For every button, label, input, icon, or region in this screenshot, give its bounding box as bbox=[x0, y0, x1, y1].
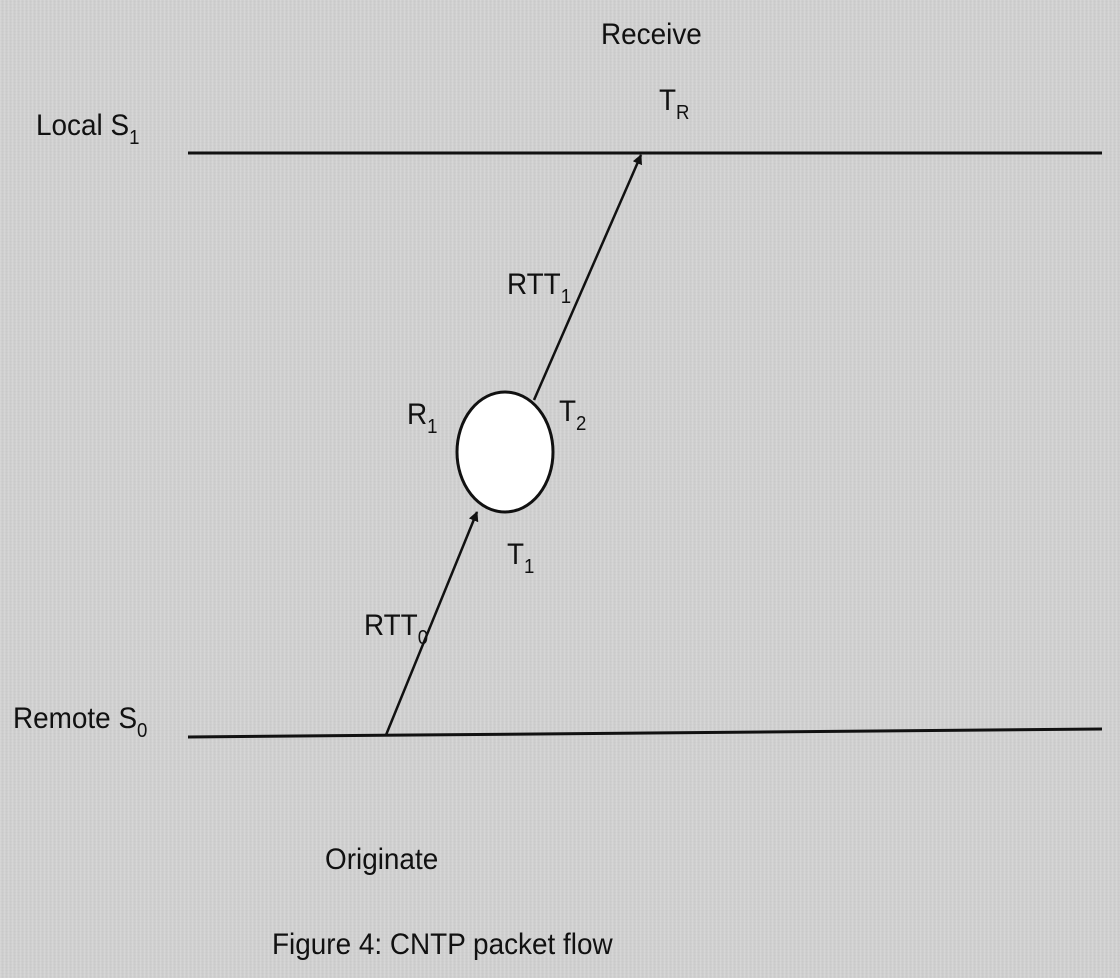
receive-label: Receive bbox=[601, 18, 702, 51]
originate-label: Originate bbox=[325, 843, 439, 876]
arrow-node-to-receive bbox=[532, 154, 643, 401]
rtt0-label-sub: 0 bbox=[417, 627, 429, 649]
rtt0-label-main: RTT bbox=[364, 609, 418, 642]
tr-label-sub: R bbox=[676, 102, 690, 124]
t2-label-sub: 2 bbox=[576, 413, 587, 435]
t1-label-sub: 1 bbox=[524, 556, 535, 578]
remote-timeline bbox=[187, 727, 1103, 739]
local-label-sub: 1 bbox=[129, 127, 140, 149]
remote-s0-label: Remote S0 bbox=[13, 702, 147, 742]
local-s1-label: Local S1 bbox=[36, 109, 139, 149]
r1-label: R1 bbox=[407, 398, 438, 438]
t1-label-main: T bbox=[507, 538, 525, 571]
t2-label-main: T bbox=[559, 395, 577, 428]
r1-label-sub: 1 bbox=[427, 416, 438, 438]
rtt1-label: RTT1 bbox=[507, 268, 571, 308]
arrow-originate-to-node bbox=[384, 511, 479, 736]
rtt1-label-main: RTT bbox=[507, 268, 561, 301]
tr-label: TR bbox=[659, 84, 689, 124]
remote-label-sub: 0 bbox=[137, 720, 148, 742]
t2-label: T2 bbox=[559, 395, 586, 435]
tr-label-main: T bbox=[659, 84, 677, 117]
rtt1-label-sub: 1 bbox=[560, 286, 572, 308]
relay-node-circle bbox=[455, 390, 555, 514]
remote-label-main: Remote S bbox=[13, 702, 138, 735]
rtt0-label: RTT0 bbox=[364, 609, 428, 649]
figure-caption: Figure 4: CNTP packet flow bbox=[272, 928, 613, 961]
local-label-main: Local S bbox=[36, 109, 130, 142]
t1-label: T1 bbox=[507, 538, 534, 578]
r1-label-main: R bbox=[407, 398, 428, 431]
